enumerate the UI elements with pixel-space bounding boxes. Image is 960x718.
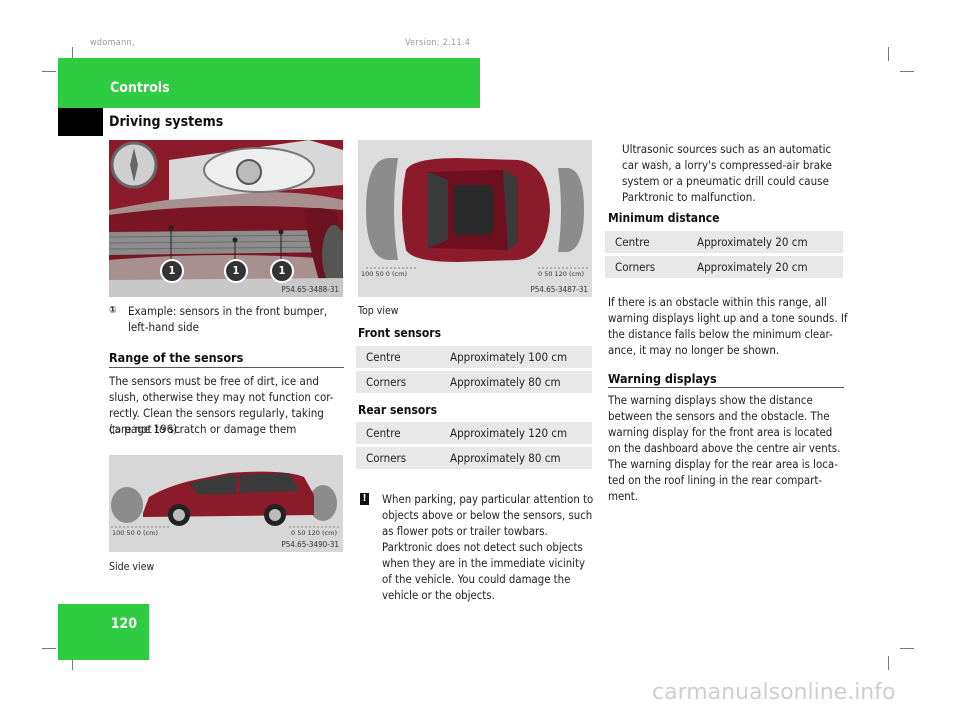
- scale-right: 0 50 120 (cm): [538, 270, 584, 278]
- scale-right: 0 50 120 (cm): [291, 529, 337, 537]
- table-cell-position: Centre: [356, 346, 440, 368]
- table-row: Centre Approximately 120 cm: [356, 422, 592, 444]
- table-cell-position: Corners: [605, 256, 687, 278]
- image-code: P54.65-3488-31: [281, 285, 339, 294]
- crop-mark: [42, 648, 56, 649]
- scale-left: 100 50 0 (cm): [112, 529, 158, 537]
- scale-left: 100 50 0 (cm): [361, 270, 407, 278]
- front-bumper-photo: 1 1 1 P54.65-3488-31: [109, 140, 343, 297]
- watermark: carmanualsonline.info: [652, 680, 896, 705]
- table-cell-value: Approximately 80 cm: [440, 371, 592, 393]
- caption-front-bumper: Example: sensors in the front bumper, le…: [128, 304, 328, 334]
- crop-mark: [42, 71, 56, 72]
- range-text: The sensors must be free of dirt, ice an…: [109, 374, 334, 436]
- table-row: Corners Approximately 20 cm: [605, 256, 843, 278]
- heading-rule: [109, 367, 344, 368]
- side-view-photo: 100 50 0 (cm) 0 50 120 (cm) P54.65-3490-…: [109, 455, 343, 552]
- callout-1: 1: [224, 259, 248, 283]
- heading-range: Range of the sensors: [109, 350, 244, 365]
- front-sensors-table: Centre Approximately 100 cm Corners Appr…: [356, 343, 592, 396]
- table-row: Corners Approximately 80 cm: [356, 371, 592, 393]
- image-code: P54.65-3490-31: [281, 540, 339, 549]
- front-bumper-illustration: [109, 140, 343, 297]
- page-number-box: 120: [58, 604, 149, 660]
- category-title: Controls: [110, 80, 170, 96]
- callout-1: 1: [160, 259, 184, 283]
- rear-sensors-table: Centre Approximately 120 cm Corners Appr…: [356, 419, 592, 472]
- header-bar: Controls: [58, 58, 480, 108]
- section-marker: [58, 108, 103, 136]
- side-view-illustration: [111, 471, 341, 528]
- crop-mark: [72, 656, 73, 670]
- meta-version: Version: 2.11.4: [405, 38, 471, 48]
- warning-icon: !: [360, 493, 369, 505]
- callout-1: 1: [270, 259, 294, 283]
- warning-text: When parking, pay particular attention t…: [382, 493, 594, 602]
- minimum-distance-table: Centre Approximately 20 cm Corners Appro…: [605, 228, 843, 281]
- table-cell-value: Approximately 100 cm: [440, 346, 592, 368]
- caption-side-view: Side view: [109, 561, 155, 573]
- table-cell-value: Approximately 120 cm: [440, 422, 592, 444]
- table-cell-position: Corners: [356, 447, 440, 469]
- heading-warning-displays: Warning displays: [608, 371, 717, 386]
- table-cell-position: Corners: [356, 371, 440, 393]
- crop-mark: [72, 47, 73, 61]
- table-cell-value: Approximately 20 cm: [687, 231, 843, 253]
- table-row: Centre Approximately 100 cm: [356, 346, 592, 368]
- crop-mark: [888, 47, 889, 61]
- warning-displays-text: The warning displays show the distance b…: [608, 393, 841, 503]
- table-cell-position: Centre: [356, 422, 440, 444]
- image-code: P54.65-3487-31: [530, 285, 588, 294]
- crop-mark: [900, 648, 914, 649]
- top-view-illustration: [366, 158, 588, 269]
- top-view-photo: 100 50 0 (cm) 0 50 120 (cm) P54.65-3487-…: [358, 140, 592, 297]
- page-number: 120: [110, 616, 137, 632]
- table-cell-position: Centre: [605, 231, 687, 253]
- heading-rear-sensors: Rear sensors: [358, 403, 438, 417]
- heading-rule: [608, 387, 844, 388]
- callout-marker: ①: [109, 305, 117, 316]
- table-row: Centre Approximately 20 cm: [605, 231, 843, 253]
- page-reference[interactable]: (▷ page 196).: [109, 422, 181, 436]
- caption-top-view: Top view: [358, 305, 399, 317]
- crop-mark: [900, 71, 914, 72]
- meta-author: wdomann,: [90, 38, 135, 48]
- section-title: Driving systems: [109, 114, 224, 130]
- table-cell-value: Approximately 80 cm: [440, 447, 592, 469]
- heading-front-sensors: Front sensors: [358, 326, 441, 340]
- obstacle-text: If there is an obstacle within this rang…: [608, 295, 848, 357]
- table-cell-value: Approximately 20 cm: [687, 256, 843, 278]
- table-row: Corners Approximately 80 cm: [356, 447, 592, 469]
- heading-minimum-distance: Minimum distance: [608, 211, 720, 225]
- crop-mark: [888, 656, 889, 670]
- ultrasonic-text: Ultrasonic sources such as an automatic …: [622, 142, 832, 204]
